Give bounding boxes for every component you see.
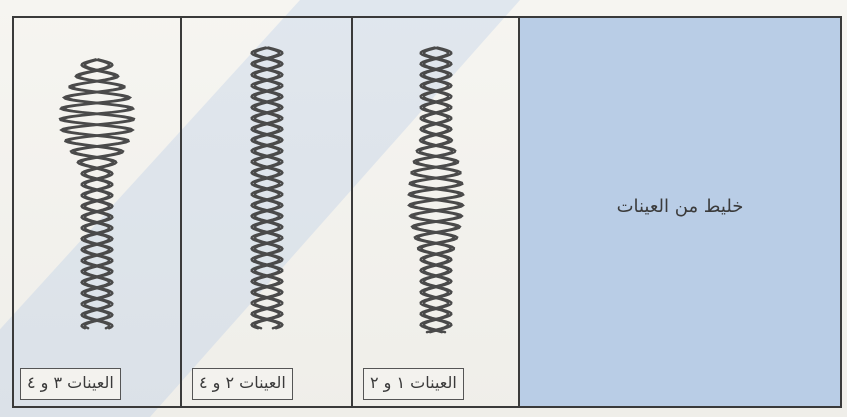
hybridization-table: العينات ٣ و ٤ العينات ٢ و ٤ العينات ١ و … xyxy=(12,16,842,408)
dna-double-helix-icon xyxy=(182,18,351,348)
column-sample-mixture: خليط من العينات xyxy=(520,18,840,406)
column-samples-3-4: العينات ٣ و ٤ xyxy=(14,18,182,406)
sample-label-2-4: العينات ٢ و ٤ xyxy=(192,368,293,400)
sample-label-3-4: العينات ٣ و ٤ xyxy=(20,368,121,400)
dna-double-helix-icon xyxy=(14,18,180,348)
column-samples-2-4: العينات ٢ و ٤ xyxy=(182,18,353,406)
sample-label-1-2: العينات ١ و ٢ xyxy=(363,368,464,400)
mixture-label: خليط من العينات xyxy=(520,196,840,217)
dna-double-helix-icon xyxy=(353,18,518,348)
column-samples-1-2: العينات ١ و ٢ xyxy=(353,18,520,406)
